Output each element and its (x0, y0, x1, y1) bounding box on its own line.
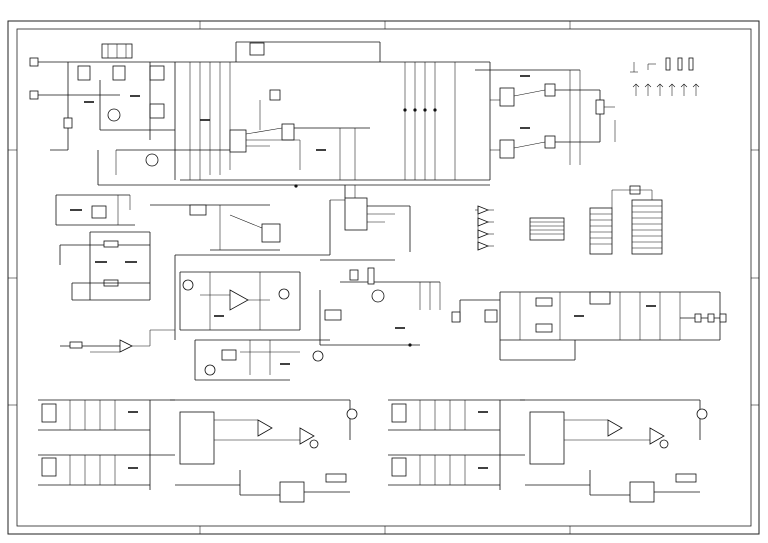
drawing-frame (7, 20, 760, 535)
connector-headers (529, 185, 663, 255)
top-bus-lines (97, 41, 490, 186)
transistor-stage (194, 339, 330, 381)
control-ic-cluster (115, 89, 370, 188)
signal-input-line (60, 329, 175, 353)
regulator-section (451, 291, 727, 361)
amplifier-section (179, 267, 441, 347)
central-connector-ic (174, 185, 411, 340)
symbol-legend (630, 57, 700, 96)
channel-right (388, 399, 708, 503)
left-filter-section (55, 194, 281, 301)
power-input-section (29, 43, 180, 180)
buffer-array (475, 205, 494, 251)
output-driver-section (475, 62, 616, 180)
channel-left (38, 399, 358, 503)
